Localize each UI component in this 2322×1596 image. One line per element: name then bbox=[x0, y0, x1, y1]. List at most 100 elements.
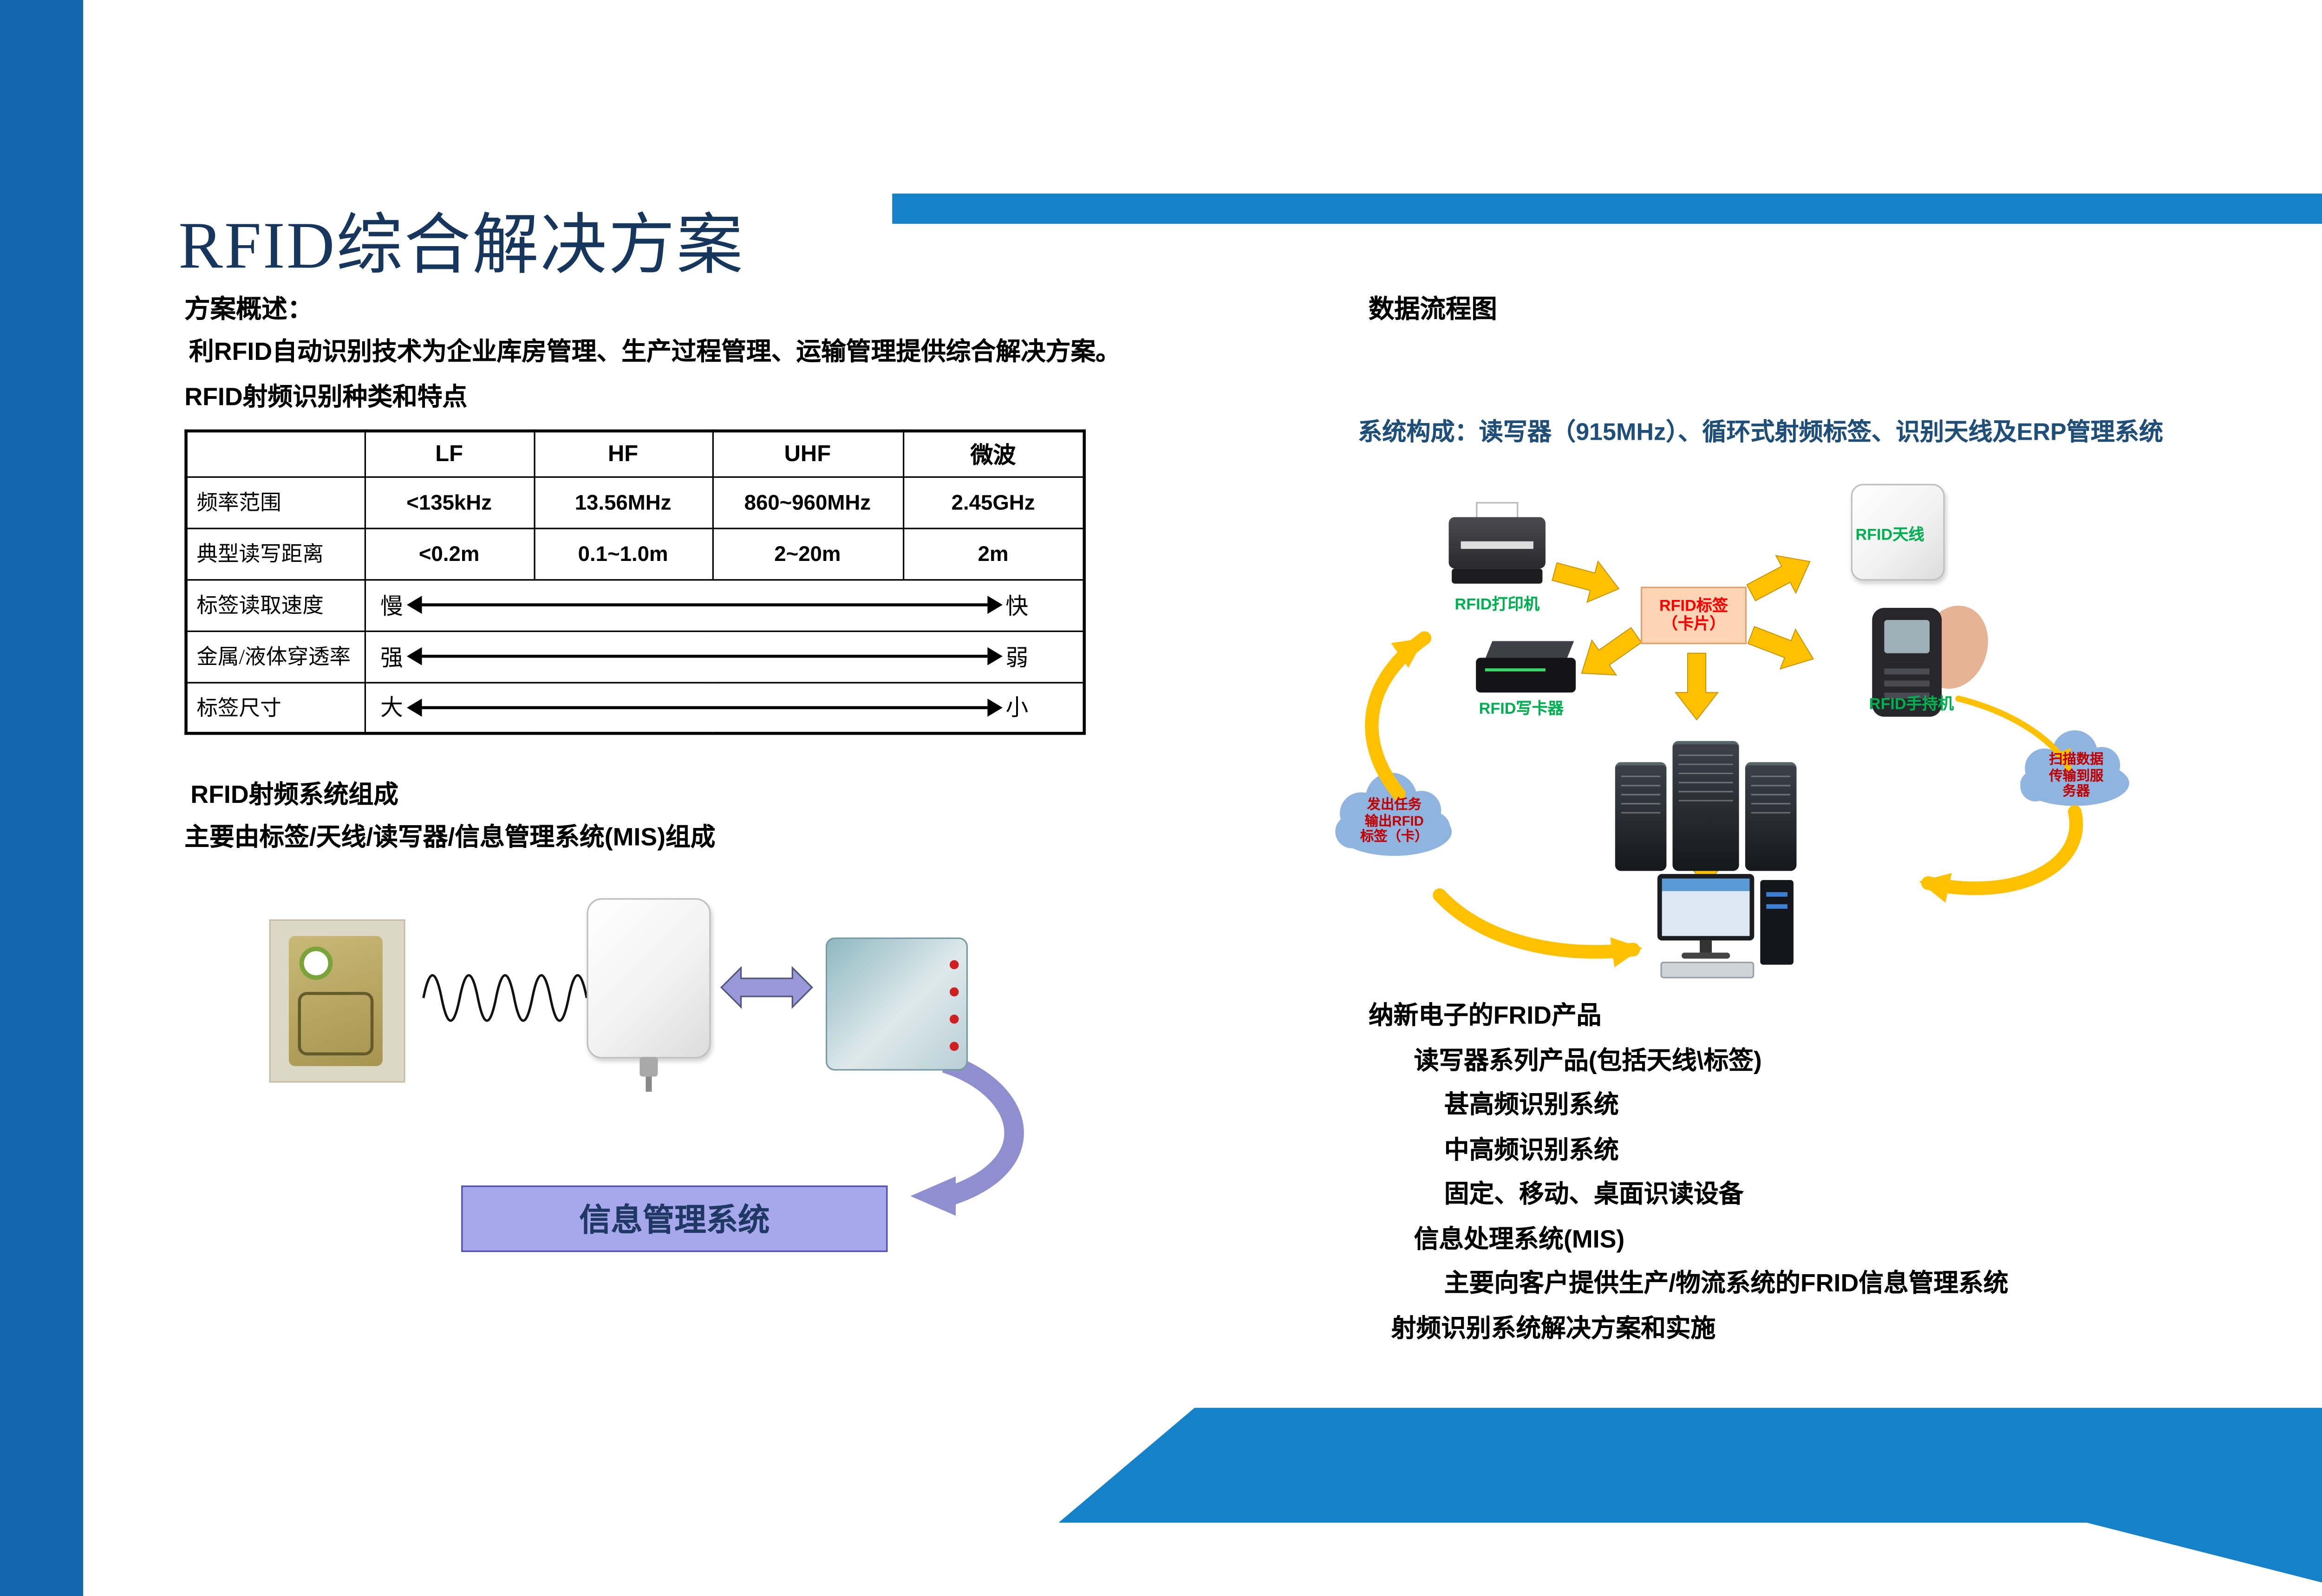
product-item: 纳新电子的FRID产品 bbox=[1368, 1002, 1602, 1030]
top-accent-bar bbox=[892, 193, 2322, 224]
right-end-label: 弱 bbox=[1005, 646, 1029, 671]
cell-value: 2~20m bbox=[711, 527, 904, 580]
desktop-monitor-graphic bbox=[1657, 874, 1755, 941]
monitor-neck bbox=[1700, 940, 1712, 953]
curved-arrow-shaft bbox=[942, 1054, 1024, 1205]
header-microwave: 微波 bbox=[902, 430, 1085, 477]
product-item: 主要向客户提供生产/物流系统的FRID信息管理系统 bbox=[1444, 1270, 2009, 1297]
overview-text: 利RFID自动识别技术为企业库房管理、生产过程管理、运输管理提供综合解决方案。 bbox=[189, 339, 1121, 366]
server-tower bbox=[1615, 762, 1667, 871]
server-tower bbox=[1745, 762, 1797, 871]
product-list: 纳新电子的FRID产品 读写器系列产品(包括天线\标签) 甚高频识别系统 中高频… bbox=[1369, 995, 2216, 1352]
table-row-tag-size: 标签尺寸 大 小 bbox=[185, 681, 1085, 734]
arc-left-head-icon bbox=[1391, 638, 1425, 668]
arrow-printer-to-tag bbox=[1552, 560, 1620, 603]
left-end-label: 强 bbox=[380, 646, 403, 671]
right-end-label: 小 bbox=[1005, 697, 1029, 722]
row-label: 频率范围 bbox=[185, 476, 365, 529]
tag-logo-icon bbox=[299, 946, 333, 980]
rfid-tag-photo bbox=[269, 919, 405, 1083]
row-label: 典型读写距离 bbox=[185, 527, 365, 580]
arrow-tag-to-handheld bbox=[1747, 626, 1814, 670]
product-item: 固定、移动、桌面识读设备 bbox=[1444, 1181, 1744, 1208]
writer-led bbox=[1485, 668, 1546, 671]
antenna-cable bbox=[646, 1076, 652, 1092]
product-item: 中高频识别系统 bbox=[1444, 1136, 1619, 1164]
double-arrow-icon bbox=[406, 647, 1004, 665]
cloud-left-icon bbox=[1335, 772, 1452, 856]
left-diagram-connectors bbox=[422, 966, 1024, 1216]
antenna-label: RFID天线 bbox=[1855, 526, 1924, 545]
table-header-row: LF HF UHF 微波 bbox=[185, 430, 1085, 477]
table-caption: RFID射频识别种类和特点 bbox=[184, 384, 468, 411]
tag-node-line2: （卡片） bbox=[1662, 615, 1726, 634]
row-label: 金属/液体穿透率 bbox=[185, 630, 365, 683]
handheld-screen bbox=[1884, 620, 1930, 653]
mis-box: 信息管理系统 bbox=[461, 1185, 888, 1252]
table-row-penetration: 金属/液体穿透率 强 弱 bbox=[185, 630, 1085, 683]
monitor-base bbox=[1682, 952, 1730, 959]
curved-arrow-head-icon bbox=[910, 1176, 956, 1216]
tag-antenna-trace bbox=[298, 992, 374, 1055]
cloud-right-line: 扫描数据 bbox=[2049, 751, 2104, 767]
table-row-distance: 典型读写距离 <0.2m 0.1~1.0m 2~20m 2m bbox=[185, 527, 1085, 580]
product-item: 射频识别系统解决方案和实施 bbox=[1391, 1315, 1716, 1342]
right-end-label: 快 bbox=[1005, 595, 1029, 619]
row-label: 标签尺寸 bbox=[185, 681, 365, 734]
arrow-tag-to-antenna bbox=[1746, 555, 1811, 602]
antenna-connector bbox=[639, 1057, 658, 1077]
left-accent-bar bbox=[0, 0, 84, 1596]
cycle-arc-right bbox=[1921, 805, 2083, 895]
cloud-left-text: 发出任务 输出RFID 标签（卡） bbox=[1346, 797, 1442, 845]
spectrum-cell: 强 弱 bbox=[364, 630, 1085, 683]
arc-small-head-icon bbox=[2054, 748, 2071, 769]
printer-slot bbox=[1461, 541, 1533, 549]
rfid-tag-card-node: RFID标签 （卡片） bbox=[1641, 586, 1747, 645]
cloud-right-text: 扫描数据 传输到服 务器 bbox=[2029, 751, 2123, 799]
cell-value: 2.45GHz bbox=[902, 476, 1085, 529]
arrow-tag-to-servers bbox=[1674, 652, 1719, 721]
arrow-tag-to-writer bbox=[1581, 627, 1642, 676]
server-rack-graphic bbox=[1615, 741, 1797, 871]
system-heading: RFID射频系统组成 bbox=[190, 782, 399, 809]
product-item: 甚高频识别系统 bbox=[1444, 1092, 1619, 1119]
cycle-arc-bottom bbox=[1433, 888, 1640, 959]
overview-label: 方案概述： bbox=[184, 294, 313, 324]
arc-bottom-head-icon bbox=[1610, 937, 1643, 968]
product-item: 读写器系列产品(包括天线\标签) bbox=[1414, 1047, 1762, 1075]
header-empty bbox=[185, 430, 365, 477]
cloud-right-line: 传输到服 bbox=[2049, 767, 2104, 783]
bottom-accent-band bbox=[1058, 1407, 2322, 1586]
cell-value: 860~960MHz bbox=[711, 476, 904, 529]
rfid-card-writer-graphic bbox=[1476, 641, 1576, 699]
handheld-keypad bbox=[1884, 662, 1930, 699]
antenna-port-icon bbox=[949, 1014, 959, 1024]
cloud-left-line: 输出RFID bbox=[1364, 813, 1424, 828]
printer-base bbox=[1452, 568, 1543, 584]
writer-base bbox=[1476, 658, 1576, 693]
rfid-printer-graphic bbox=[1448, 502, 1546, 590]
writer-label: RFID写卡器 bbox=[1479, 700, 1564, 718]
cell-value: <135kHz bbox=[364, 476, 535, 529]
double-arrow-icon bbox=[406, 595, 1004, 614]
tag-node-line1: RFID标签 bbox=[1659, 597, 1728, 616]
antenna-port-icon bbox=[949, 960, 959, 970]
cloud-left-line: 发出任务 bbox=[1367, 797, 1422, 812]
rfid-handheld-graphic bbox=[1872, 608, 1942, 717]
antenna-panel-graphic bbox=[587, 898, 711, 1092]
product-item: 信息处理系统(MIS) bbox=[1414, 1225, 1625, 1253]
flow-heading: 数据流程图 bbox=[1368, 294, 1497, 324]
left-end-label: 慢 bbox=[380, 595, 403, 619]
rfid-tag-card bbox=[288, 936, 383, 1066]
header-hf: HF bbox=[533, 430, 713, 477]
pc-led bbox=[1766, 904, 1787, 909]
antenna-port-icon bbox=[949, 987, 959, 997]
system-text: 主要由标签/天线/读写器/信息管理系统(MIS)组成 bbox=[184, 824, 716, 852]
header-uhf: UHF bbox=[711, 430, 904, 477]
table-row-read-speed: 标签读取速度 慢 快 bbox=[185, 578, 1085, 632]
cell-value: 13.56MHz bbox=[533, 476, 713, 529]
server-tower bbox=[1672, 741, 1739, 871]
left-end-label: 大 bbox=[380, 697, 403, 722]
rfid-frequency-table: LF HF UHF 微波 频率范围 <135kHz 13.56MHz 860~9… bbox=[184, 429, 1086, 735]
arc-right-head-icon bbox=[1919, 873, 1952, 903]
